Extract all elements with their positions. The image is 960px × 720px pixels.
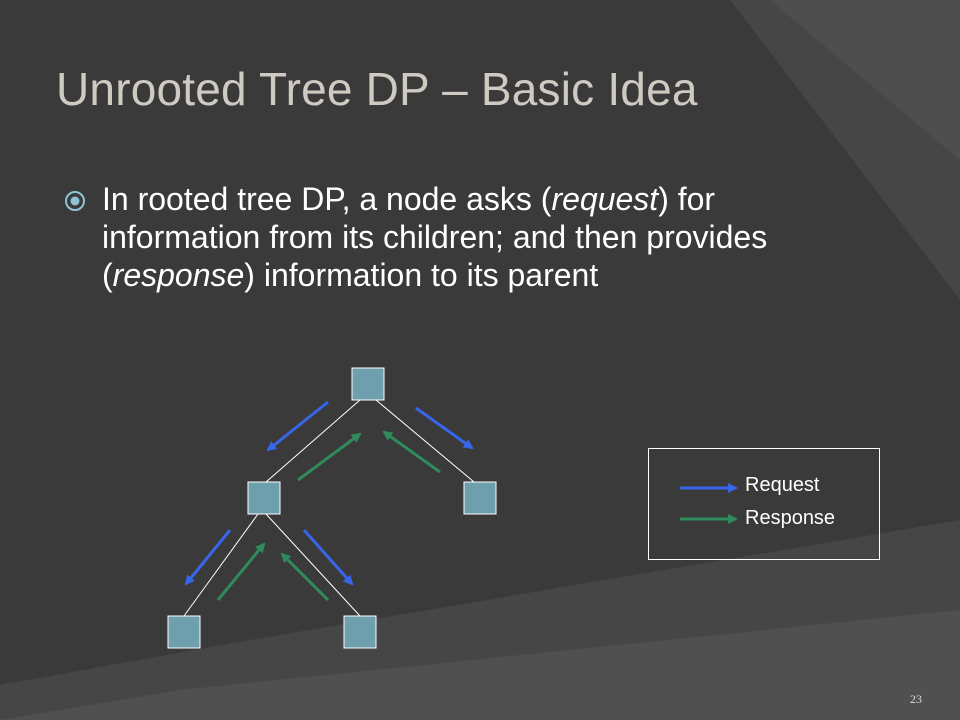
tree-node-left-left-child bbox=[167, 615, 201, 649]
request-arrow bbox=[184, 529, 232, 586]
legend-request-label: Request bbox=[745, 474, 820, 496]
response-arrow bbox=[280, 552, 330, 602]
slide-title: Unrooted Tree DP – Basic Idea bbox=[56, 63, 698, 115]
request-arrow bbox=[302, 529, 354, 586]
bullet-text: In rooted tree DP, a node asks (request)… bbox=[102, 180, 822, 294]
bullet-text-segment: ) information to its parent bbox=[244, 257, 599, 293]
tree-node-right-child bbox=[463, 481, 497, 515]
edge-root-right bbox=[375, 399, 475, 483]
circled-dot-bullet-icon bbox=[65, 191, 85, 211]
bullet-text-emphasis: response bbox=[112, 257, 245, 293]
tree-node-left-right-child bbox=[343, 615, 377, 649]
edge-root-left bbox=[265, 399, 361, 483]
edge-left-leftright bbox=[265, 513, 361, 617]
tree-node-left-child bbox=[247, 481, 281, 515]
response-arrow bbox=[297, 432, 362, 482]
response-arrow bbox=[382, 430, 441, 474]
edge-left-leftleft bbox=[183, 513, 259, 617]
response-arrow bbox=[216, 542, 266, 601]
request-arrow bbox=[415, 406, 474, 450]
bullet-text-emphasis: request bbox=[551, 181, 659, 217]
bullet-text-segment: ) for information from its children; and… bbox=[102, 181, 768, 293]
page-number: 23 bbox=[910, 692, 922, 706]
request-arrow bbox=[266, 400, 329, 452]
legend-response-label: Response bbox=[745, 507, 836, 529]
legend-box bbox=[648, 448, 880, 560]
bullet-text-segment: In rooted tree DP, a node asks ( bbox=[102, 181, 552, 217]
tree-node-root bbox=[351, 367, 385, 401]
